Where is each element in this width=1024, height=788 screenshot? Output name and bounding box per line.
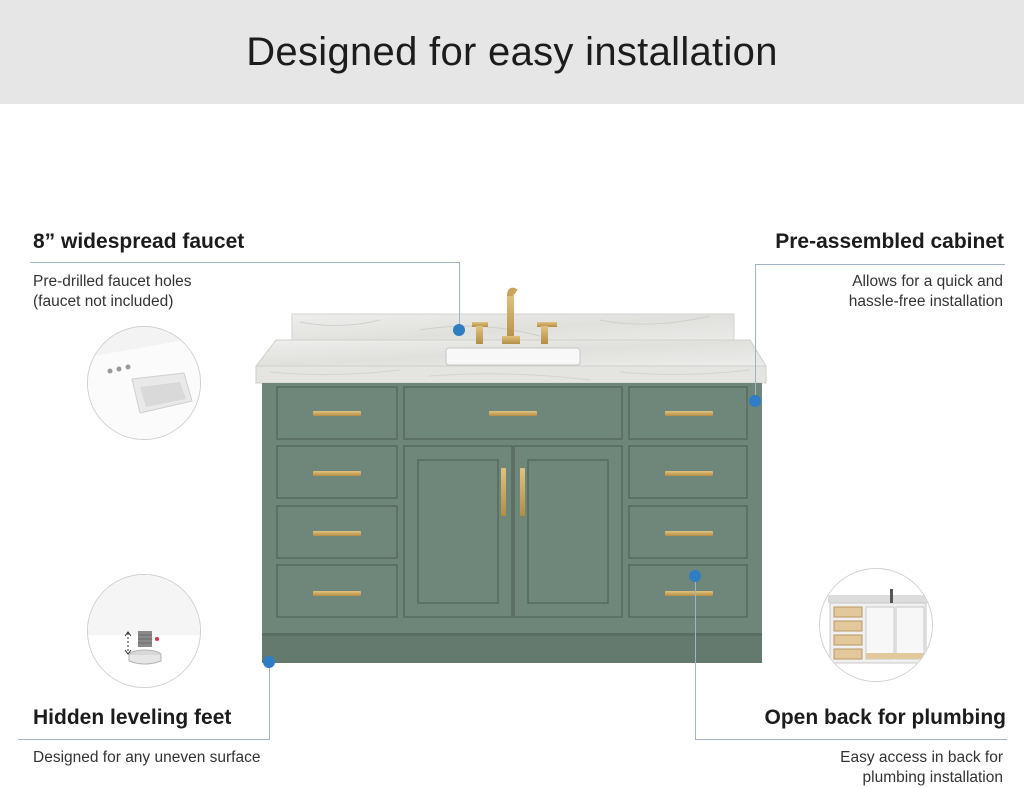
faucet-feature-desc-1: Pre-drilled faucet holes xyxy=(33,273,192,290)
cabinet-callout-dot xyxy=(749,395,761,407)
back-feature-desc-2: plumbing installation xyxy=(862,769,1003,786)
sink-detail-image xyxy=(87,326,201,440)
back-callout-line-h xyxy=(695,739,1007,740)
back-feature-desc-1: Easy access in back for xyxy=(840,749,1003,766)
page-title: Designed for easy installation xyxy=(246,30,778,74)
faucet-callout-line-h xyxy=(30,262,460,263)
sink-basin xyxy=(445,347,581,366)
cabinet-feature-title: Pre-assembled cabinet xyxy=(775,230,1004,253)
back-callout-line-v xyxy=(695,576,696,740)
cabinet-feature-desc-2: hassle-free installation xyxy=(848,293,1003,310)
back-feature-title: Open back for plumbing xyxy=(764,706,1006,729)
feet-callout-dot xyxy=(263,656,275,668)
cabinet-callout-line-h xyxy=(755,264,1005,265)
leveling-foot-detail-image xyxy=(87,574,201,688)
feet-feature-desc-1: Designed for any uneven surface xyxy=(33,749,261,766)
open-back-detail-image xyxy=(819,568,933,682)
faucet-feature-desc-2: (faucet not included) xyxy=(33,293,174,310)
cabinet-callout-line-v xyxy=(755,264,756,400)
feet-feature-title: Hidden leveling feet xyxy=(33,706,232,729)
faucet-feature-title: 8” widespread faucet xyxy=(33,230,245,253)
faucet-callout-line-v xyxy=(459,262,460,330)
cabinet-feature-desc-1: Allows for a quick and xyxy=(852,273,1003,290)
header-banner: Designed for easy installation xyxy=(0,0,1024,104)
feet-callout-line-v xyxy=(269,662,270,740)
faucet-callout-dot xyxy=(453,324,465,336)
back-callout-dot xyxy=(689,570,701,582)
feet-callout-line-h xyxy=(18,739,270,740)
